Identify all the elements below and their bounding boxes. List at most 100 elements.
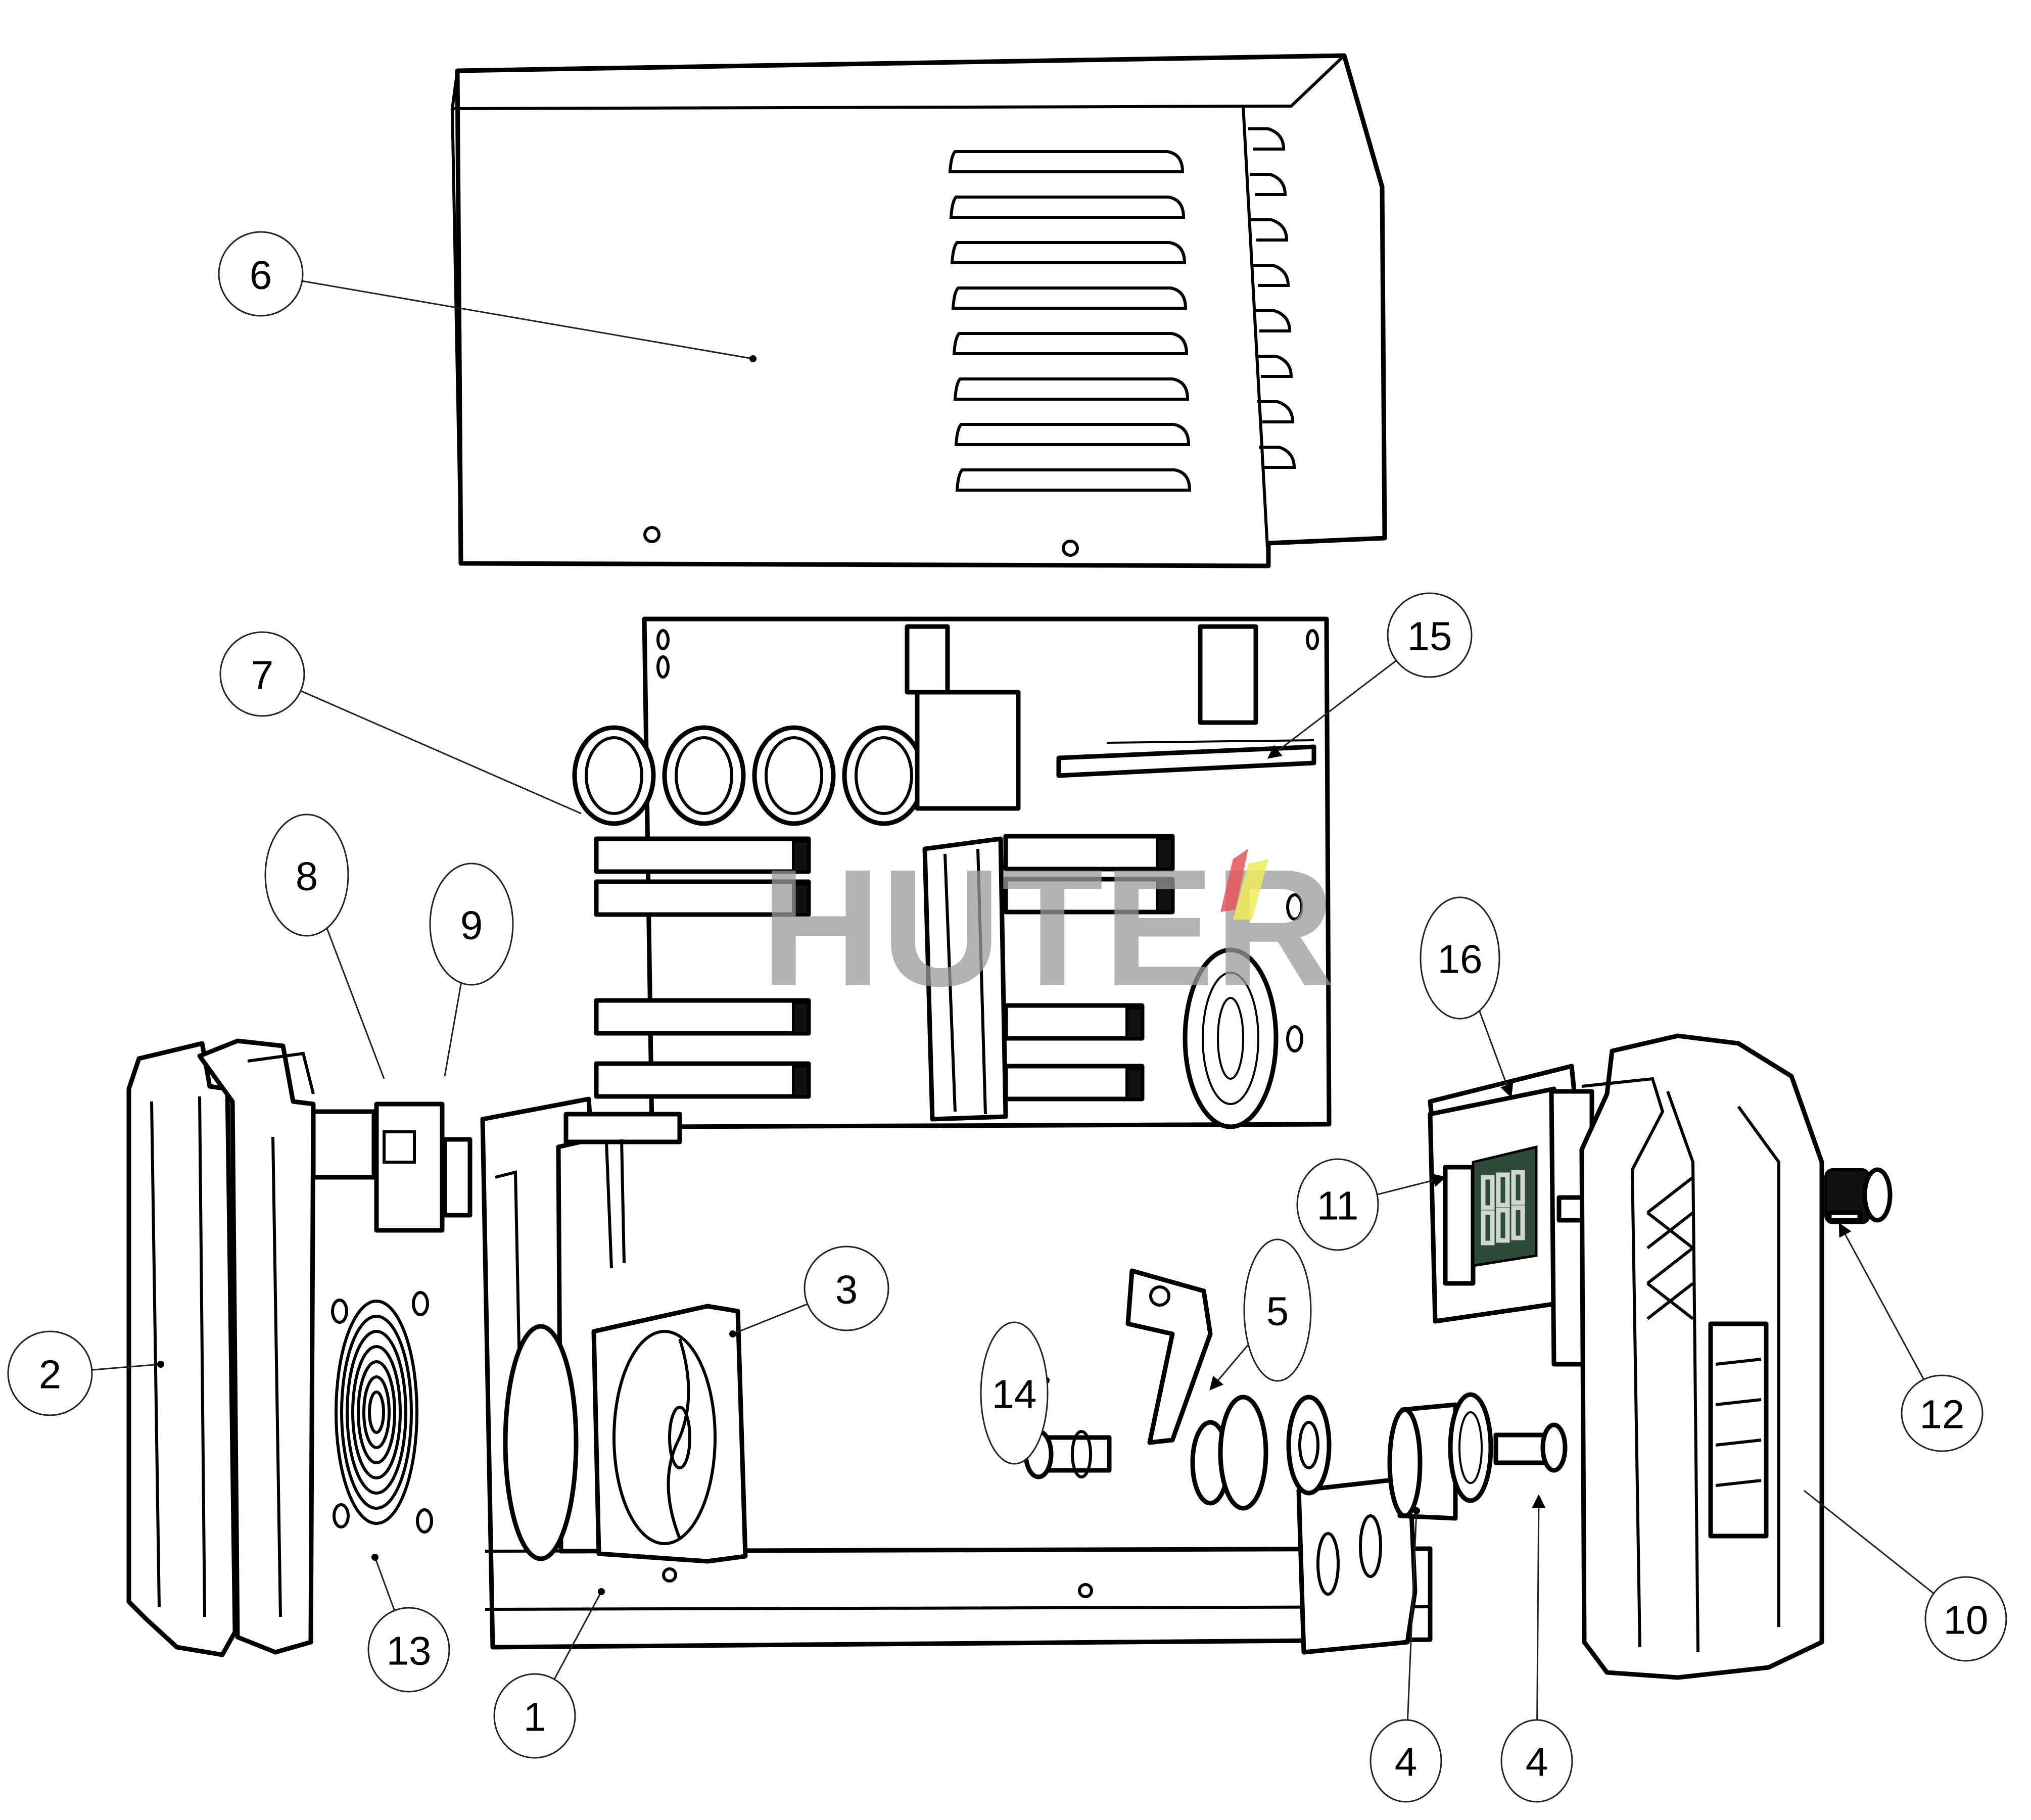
leader-dot (749, 355, 757, 362)
cooling-fan[interactable] (503, 1304, 748, 1564)
callout-circle (980, 1321, 1049, 1465)
main-pcb-board[interactable] (572, 616, 1332, 1129)
callout-circle (429, 863, 514, 986)
callout-7[interactable]: 7 (219, 631, 305, 717)
callout-number: 10 (1944, 1598, 1989, 1643)
leader-line-13 (374, 1557, 396, 1611)
callout-number: 8 (296, 854, 318, 899)
fan-grille[interactable] (331, 1291, 433, 1534)
front-panel[interactable] (1579, 1033, 1824, 1680)
callout-9[interactable]: 9 (429, 863, 514, 986)
callout-number: 6 (250, 253, 272, 298)
cover-front-vents (948, 150, 1192, 492)
leader-line-16 (1479, 1010, 1514, 1098)
auxiliary-board (1056, 744, 1316, 778)
leader-line-10 (1804, 1490, 1934, 1594)
watermark-yellow-accent (1233, 859, 1268, 920)
leader-dot (1413, 1507, 1420, 1514)
callout-circle (1369, 1719, 1442, 1803)
callout-16[interactable]: 16 (1420, 896, 1500, 1020)
watermark-red-accent (1220, 849, 1248, 912)
leader-line-4a (1406, 1510, 1418, 1720)
terminal-block (1198, 624, 1258, 725)
callout-circle (1901, 1374, 1983, 1452)
callout-15[interactable]: 15 (1387, 592, 1473, 678)
insulating-washer (1286, 1395, 1332, 1496)
callout-2[interactable]: 2 (7, 1330, 93, 1416)
callout-number: 12 (1920, 1392, 1965, 1437)
display-control-board[interactable] (1428, 1064, 1599, 1367)
switch-bracket (374, 1101, 445, 1233)
callout-12[interactable]: 12 (1901, 1374, 1983, 1452)
power-switch (311, 1109, 376, 1180)
callout-number: 11 (1316, 1183, 1358, 1228)
base-chassis[interactable] (480, 1096, 1433, 1655)
callout-11[interactable]: 11 (1296, 1158, 1379, 1251)
control-knob[interactable] (1824, 1167, 1893, 1224)
callout-6[interactable]: 6 (218, 231, 304, 317)
callout-number: 5 (1266, 1289, 1289, 1334)
lcd-segments (1481, 1170, 1525, 1246)
center-inductor (922, 836, 1008, 1122)
callout-circle (264, 813, 349, 937)
leader-line-15 (1267, 660, 1397, 759)
callout-circle (1420, 896, 1500, 1020)
watermark-text: HUTER (761, 834, 1335, 1021)
cover-side-vents (1248, 127, 1296, 469)
leader-dot (598, 1588, 605, 1595)
callout-circle (367, 1607, 450, 1693)
callout-number: 4 (1395, 1740, 1418, 1785)
front-connector-panel (1708, 1321, 1769, 1539)
callout-1[interactable]: 1 (493, 1673, 576, 1759)
callout-number: 1 (524, 1695, 546, 1740)
output-terminal-assembly[interactable] (1023, 1268, 1568, 1521)
callout-circle (1243, 1238, 1312, 1382)
callout-14[interactable]: 14 (980, 1321, 1049, 1465)
callout-number: 9 (460, 903, 483, 948)
callout-circle (1387, 592, 1473, 678)
leader-line-1 (553, 1591, 602, 1680)
transformer (915, 690, 1021, 811)
leader-line-2 (91, 1363, 161, 1371)
rear-panel[interactable] (126, 1038, 473, 1657)
leader-line-4b (1532, 1494, 1546, 1720)
callout-number: 14 (992, 1372, 1037, 1417)
callout-circle (7, 1330, 93, 1416)
leader-line-3 (732, 1303, 808, 1335)
callout-number: 13 (387, 1629, 432, 1673)
callout-circle (1296, 1158, 1379, 1251)
callout-10[interactable]: 10 (1924, 1576, 2007, 1662)
callout-4a[interactable]: 4 (1369, 1719, 1442, 1803)
callout-circle (1500, 1719, 1573, 1803)
screw-hole (1062, 540, 1079, 557)
callout-circle (1924, 1576, 2007, 1662)
callout-4b[interactable]: 4 (1500, 1719, 1573, 1803)
callout-number: 7 (251, 653, 274, 698)
callout-8[interactable]: 8 (264, 813, 349, 937)
top-cover[interactable] (450, 53, 1387, 568)
connector-nut (1540, 1422, 1568, 1473)
callout-13[interactable]: 13 (367, 1607, 450, 1693)
chassis-bracket (563, 1112, 682, 1144)
screw-hole (643, 526, 660, 543)
toroid-coil (1183, 947, 1279, 1129)
callout-number: 16 (1438, 937, 1483, 982)
heatsink-stacks (594, 834, 1175, 1101)
output-terminal-bracket (1125, 1268, 1213, 1445)
callout-circle (218, 231, 304, 317)
relay (905, 624, 950, 695)
washer (1218, 1395, 1268, 1511)
fan-shroud-opening (503, 1324, 579, 1561)
leader-line-6 (302, 280, 753, 360)
leader-line-12 (1838, 1222, 1925, 1380)
callout-number: 2 (39, 1352, 62, 1397)
callout-3[interactable]: 3 (804, 1246, 889, 1331)
leader-line-7 (300, 690, 582, 815)
callout-circle (219, 631, 305, 717)
callout-5[interactable]: 5 (1243, 1238, 1312, 1382)
leader-dot (371, 1554, 379, 1561)
callout-number: 4 (1526, 1740, 1548, 1785)
callout-circle (493, 1673, 576, 1759)
